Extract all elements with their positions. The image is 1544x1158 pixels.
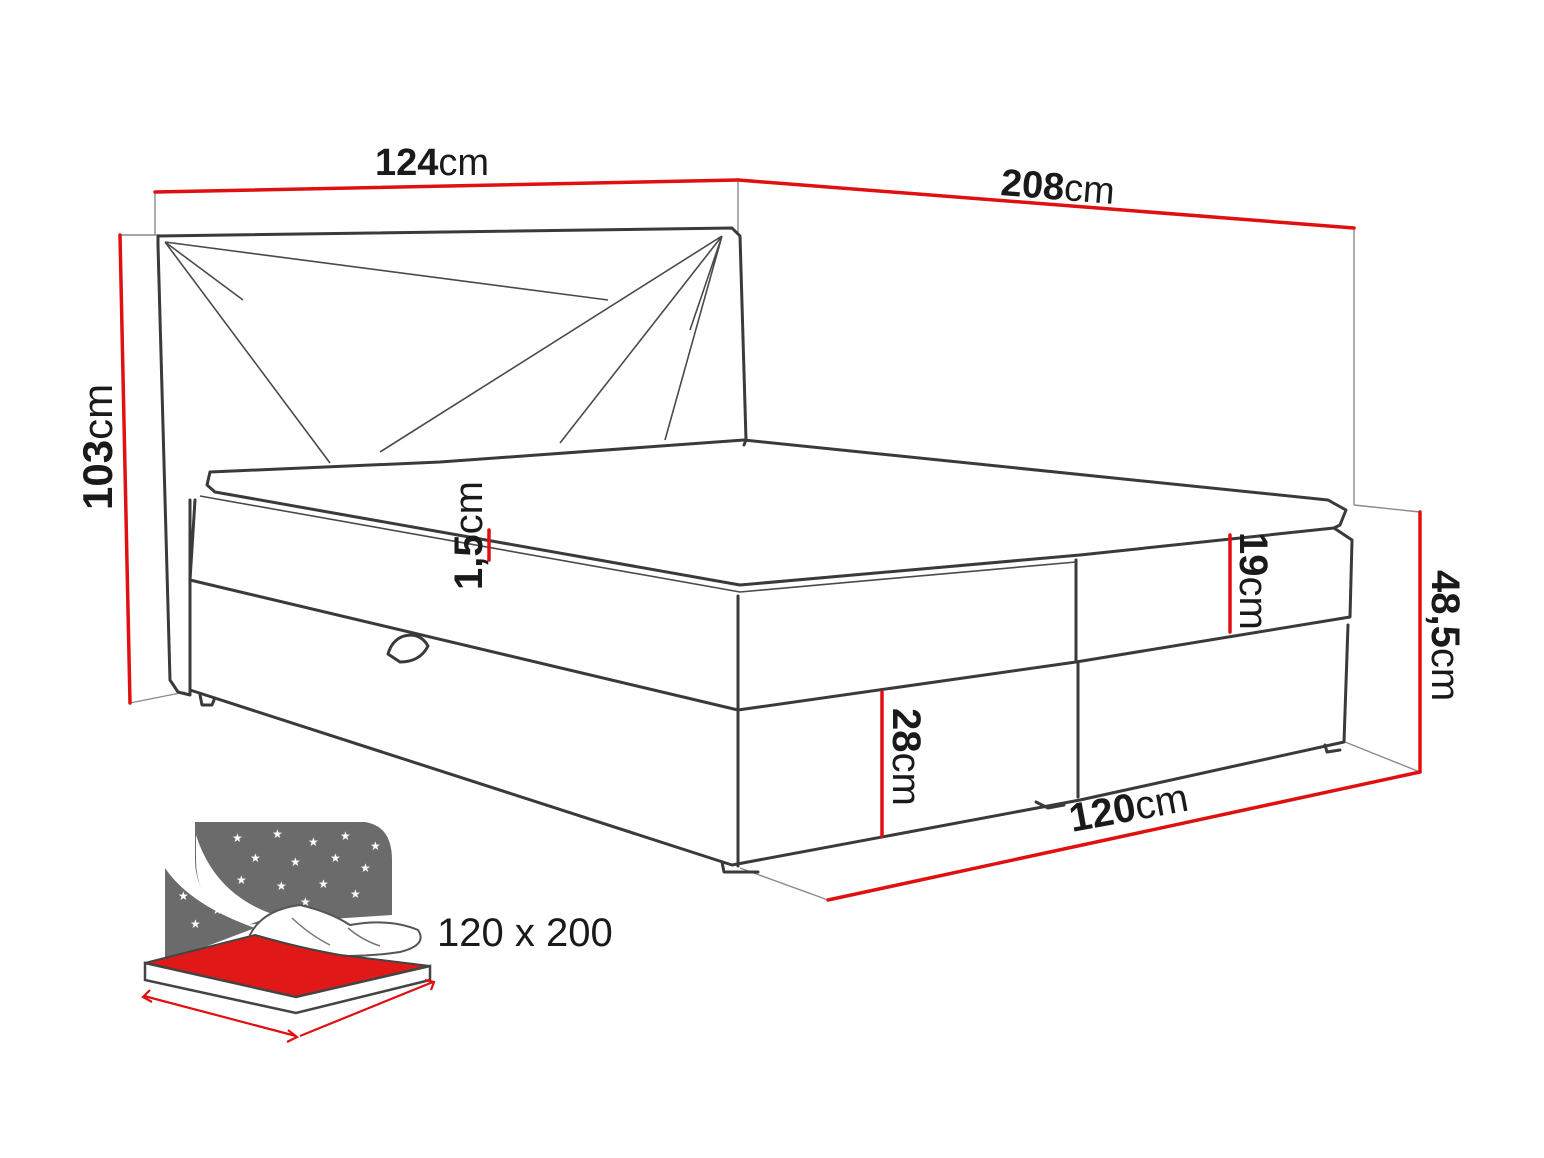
svg-text:★: ★	[276, 879, 287, 893]
topper-edge	[199, 495, 1077, 593]
headboard-stitching	[164, 235, 723, 464]
dimension-labels: 124cm 208cm 103cm 1,5cm 19cm 28cm 48,5cm…	[74, 142, 1467, 841]
svg-text:★: ★	[350, 887, 361, 901]
svg-text:★: ★	[290, 855, 301, 869]
night-sky-lower	[165, 868, 255, 962]
label-width: 124cm	[375, 142, 489, 184]
svg-text:★: ★	[232, 831, 243, 845]
mattress-size-label: 120 x 200	[437, 911, 613, 955]
label-side-height: 48,5cm	[1423, 570, 1467, 701]
mattress-block	[188, 498, 1354, 712]
mattress-size-icon: ★★★ ★★★ ★★★ ★★★ ★★★ ★★ 120 x 200	[141, 822, 613, 1043]
svg-text:★: ★	[340, 829, 351, 843]
label-frame: 28cm	[884, 708, 928, 806]
svg-text:★: ★	[236, 873, 247, 887]
dimension-lines	[118, 178, 1422, 902]
svg-text:★: ★	[370, 839, 381, 853]
dim-line-length	[736, 178, 1356, 230]
label-topper: 1,5cm	[447, 481, 491, 590]
topper	[205, 438, 1336, 587]
size-arrow-long	[299, 978, 436, 1038]
bed-outline	[156, 226, 1354, 874]
star-icons: ★★★ ★★★ ★★★ ★★★ ★★★ ★★	[178, 827, 381, 931]
moon-curve	[196, 835, 275, 928]
label-height: 103cm	[74, 384, 121, 510]
frame-block	[188, 583, 1350, 868]
dim-line-height	[118, 233, 132, 705]
svg-text:★: ★	[250, 851, 261, 865]
size-arrow-short	[141, 989, 300, 1043]
label-length: 208cm	[999, 162, 1116, 213]
svg-text:★: ★	[178, 889, 189, 903]
svg-text:★: ★	[190, 917, 201, 931]
svg-text:★: ★	[212, 903, 223, 917]
svg-text:★: ★	[330, 851, 341, 865]
bed-feet	[198, 693, 1342, 874]
night-sky-panel	[195, 822, 392, 925]
svg-text:★: ★	[318, 877, 329, 891]
bed-side-top	[742, 438, 1348, 530]
label-inner-width: 120cm	[1066, 776, 1192, 841]
svg-text:★: ★	[360, 861, 371, 875]
guide-lines	[120, 180, 1421, 901]
label-mattress: 19cm	[1231, 532, 1275, 630]
svg-text:★: ★	[272, 827, 283, 841]
svg-text:★: ★	[300, 895, 311, 909]
svg-text:★: ★	[308, 835, 319, 849]
storage-handle	[386, 633, 430, 664]
dim-line-width	[153, 178, 740, 194]
dim-line-inner-width	[826, 770, 1422, 902]
